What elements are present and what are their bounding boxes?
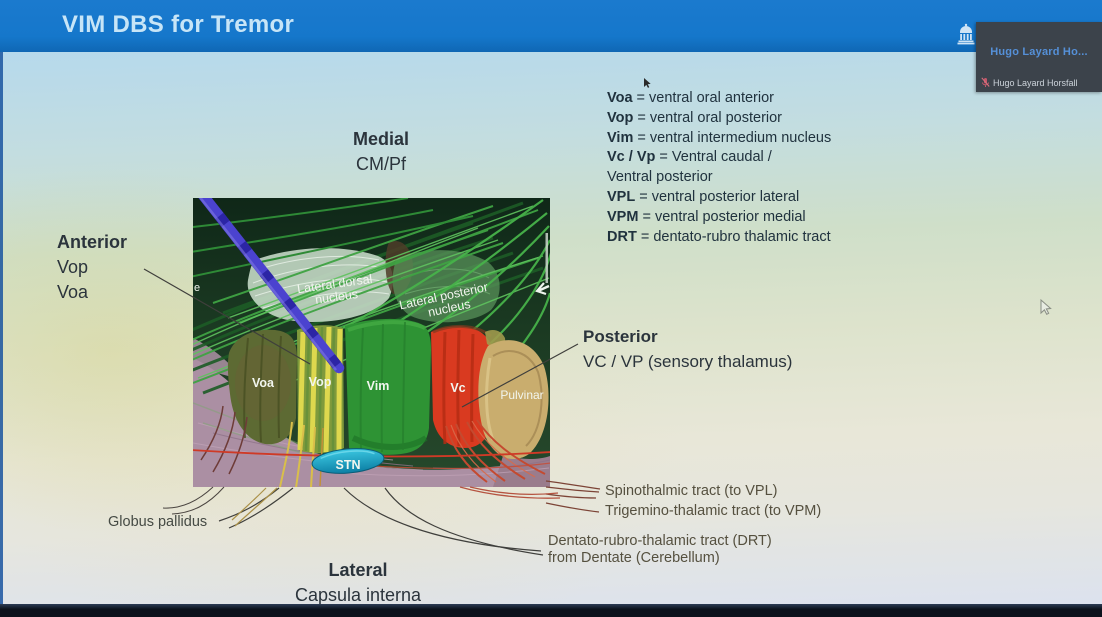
label-posterior: Posterior VC / VP (sensory thalamus) (583, 324, 792, 374)
posterior-title: Posterior (583, 327, 658, 346)
posterior-sub: VC / VP (sensory thalamus) (583, 352, 793, 371)
legend-row: Voa = ventral oral anterior (607, 90, 774, 106)
figure-edge-letter: e (194, 282, 200, 294)
label-anterior: Anterior Vop Voa (57, 230, 127, 305)
anterior-vop: Vop (57, 257, 89, 277)
slide-title-bar: VIM DBS for Tremor (0, 0, 1102, 52)
screen-bottom-bezel (0, 604, 1102, 617)
medial-sub: CM/Pf (355, 154, 406, 174)
legend-row: VPM = ventral posterior medial (607, 208, 806, 225)
lateral-title: Lateral (328, 560, 388, 580)
legend-row: VPL = ventral posterior lateral (607, 188, 800, 205)
ucl-portico-icon (957, 23, 975, 50)
legend-row: Vop = ventral oral posterior (607, 109, 783, 126)
figure-label-voa: Voa (252, 376, 275, 390)
thalamus-diagram: Lateral dorsal nucleus Lateral posterior… (193, 198, 550, 487)
lateral-sub: Capsula interna (294, 585, 422, 605)
label-spinothalamic-tract: Spinothalmic tract (to VPL) (605, 483, 778, 499)
anterior-title: Anterior (57, 232, 128, 252)
legend-row: Vim = ventral intermedium nucleus (607, 129, 832, 146)
label-globus-pallidus: Globus pallidus (108, 514, 208, 530)
label-lateral: Lateral Capsula interna (278, 558, 438, 608)
anterior-voa: Voa (57, 282, 89, 302)
participant-name-bottom: Hugo Layard Horsfall (993, 77, 1078, 88)
svg-text:nucleus: nucleus (314, 287, 359, 307)
video-participant-tile[interactable]: Hugo Layard Ho... Hugo Layard Horsfall (976, 22, 1102, 92)
white-arrow-icon (535, 282, 547, 296)
slide-title: VIM DBS for Tremor (62, 11, 295, 38)
medial-title: Medial (352, 129, 409, 149)
figure-label-vc: Vc (450, 381, 465, 395)
legend-row: Ventral posterior (607, 169, 713, 186)
label-trigemino-thalamic-tract: Trigemino-thalamic tract (to VPM) (605, 503, 822, 519)
abbreviation-legend: Voa = ventral oral anterior Vop = ventra… (607, 89, 882, 247)
legend-row: Vc / Vp = Ventral caudal / (607, 149, 772, 166)
slide-left-edge (0, 52, 3, 604)
participant-name-center: Hugo Layard Ho... (990, 46, 1088, 58)
muted-mic-icon (981, 77, 990, 87)
figure-label-pulvinar: Pulvinar (500, 388, 543, 402)
figure-label-vop: Vop (309, 375, 332, 389)
figure-label-vim: Vim (367, 379, 390, 393)
label-dentato-rubro-thalamic-tract: Dentato-rubro-thalamic tract (DRT) from … (548, 533, 772, 566)
label-medial: Medial CM/Pf (320, 127, 442, 177)
figure-label-stn: STN (336, 458, 361, 472)
legend-row: DRT = dentato-rubro thalamic tract (607, 228, 831, 245)
